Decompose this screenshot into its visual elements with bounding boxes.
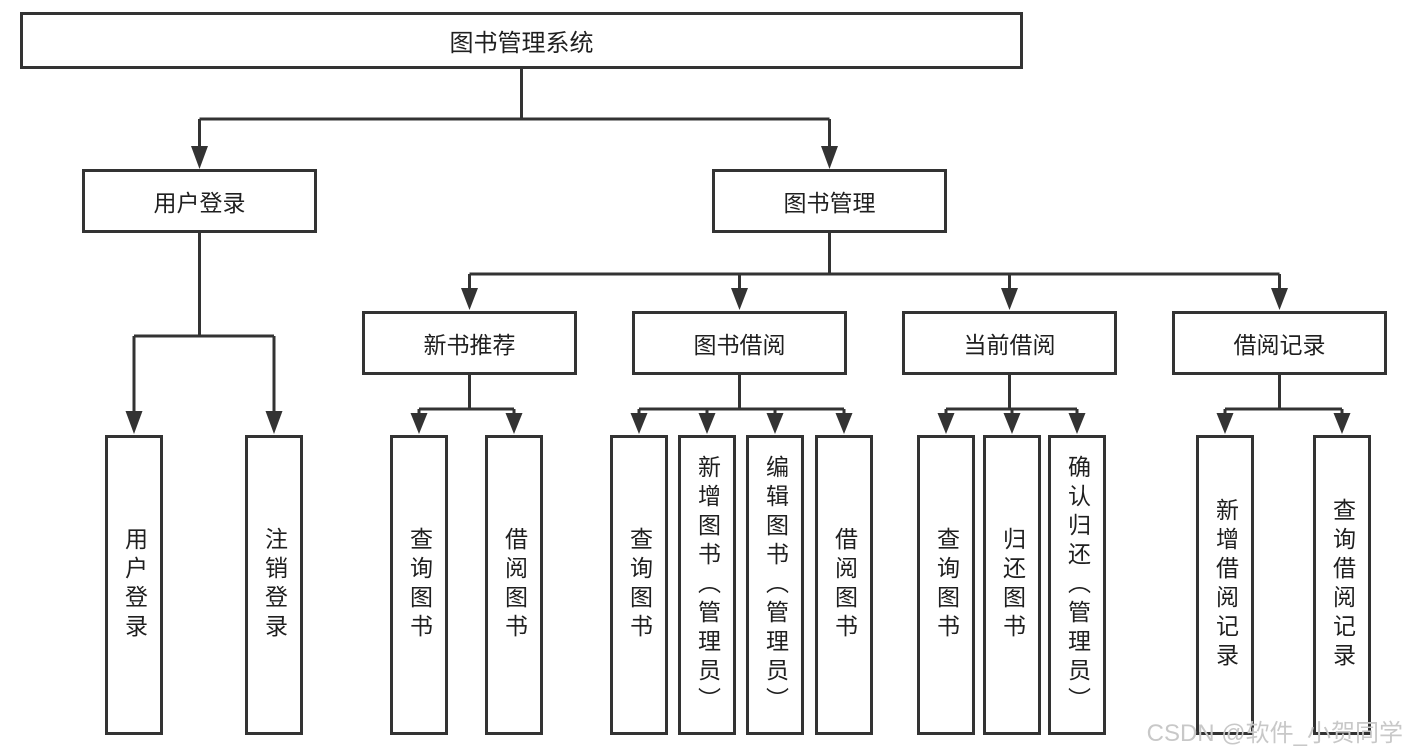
leaf-query-books-current: 查询图书	[917, 435, 975, 735]
leaf-logout: 注销登录	[245, 435, 303, 735]
leaf-label: 新增借阅记录	[1212, 498, 1239, 672]
node-borrow-records: 借阅记录	[1172, 311, 1387, 375]
node-label: 用户登录	[153, 190, 246, 216]
leaf-label: 编辑图书（管理员）	[762, 454, 789, 716]
leaf-borrow-books-recommend: 借阅图书	[485, 435, 543, 735]
leaf-add-borrow-record: 新增借阅记录	[1196, 435, 1254, 735]
leaf-label: 借阅图书	[831, 527, 858, 643]
node-label: 当前借阅	[963, 332, 1056, 358]
node-book-borrow: 图书借阅	[632, 311, 847, 375]
node-label: 图书管理	[783, 190, 876, 216]
leaf-label: 查询图书	[406, 527, 433, 643]
leaf-confirm-return-admin: 确认归还（管理员）	[1048, 435, 1106, 735]
leaf-label: 查询借阅记录	[1329, 498, 1356, 672]
leaf-label: 确认归还（管理员）	[1064, 454, 1091, 716]
node-label: 新书推荐	[423, 332, 516, 358]
leaf-label: 注销登录	[261, 527, 288, 643]
leaf-label: 借阅图书	[501, 527, 528, 643]
leaf-query-books-borrow: 查询图书	[610, 435, 668, 735]
leaf-label: 查询图书	[933, 527, 960, 643]
leaf-label: 归还图书	[999, 527, 1026, 643]
node-label: 借阅记录	[1233, 332, 1326, 358]
leaf-label: 用户登录	[121, 527, 148, 643]
node-new-book-recommend: 新书推荐	[362, 311, 577, 375]
leaf-edit-book-admin: 编辑图书（管理员）	[746, 435, 804, 735]
leaf-add-book-admin: 新增图书（管理员）	[678, 435, 736, 735]
csdn-watermark: CSDN @软件_小贺同学	[1146, 720, 1403, 747]
node-book-management: 图书管理	[712, 169, 947, 233]
leaf-user-login: 用户登录	[105, 435, 163, 735]
leaf-label: 查询图书	[626, 527, 653, 643]
leaf-label: 新增图书（管理员）	[694, 454, 721, 716]
leaf-query-borrow-record: 查询借阅记录	[1313, 435, 1371, 735]
leaf-return-books: 归还图书	[983, 435, 1041, 735]
node-library-management-system: 图书管理系统	[20, 12, 1023, 69]
leaf-borrow-books: 借阅图书	[815, 435, 873, 735]
leaf-query-books-recommend: 查询图书	[390, 435, 448, 735]
node-label: 图书管理系统	[449, 30, 594, 57]
node-user-login: 用户登录	[82, 169, 317, 233]
node-label: 图书借阅	[693, 332, 786, 358]
node-current-borrow: 当前借阅	[902, 311, 1117, 375]
